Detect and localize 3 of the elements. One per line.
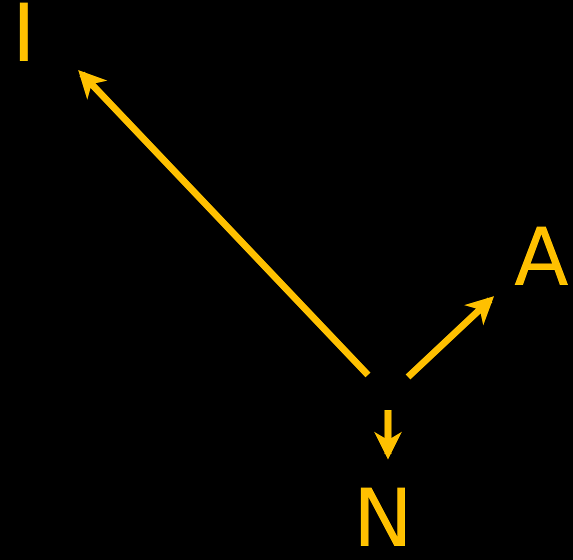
vector-label: N bbox=[353, 479, 413, 559]
vector-label: I bbox=[12, 0, 36, 74]
vector-label: A bbox=[514, 218, 569, 298]
